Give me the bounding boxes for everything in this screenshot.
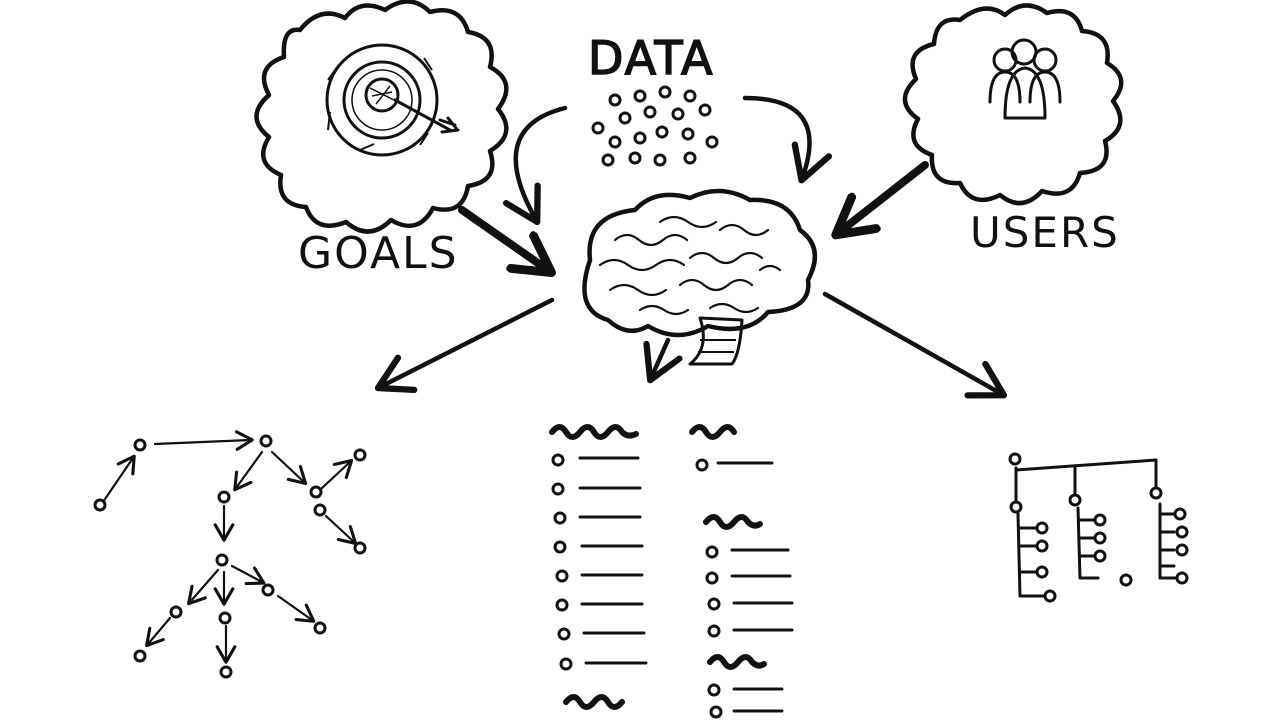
list-right	[689, 424, 794, 719]
list-heading-scribble	[703, 514, 763, 530]
goals-label: GOALS	[298, 228, 459, 279]
flow-arrows-out	[374, 291, 1008, 399]
list-heading-scribble	[689, 424, 737, 440]
arrow-users-to-brain	[842, 161, 929, 230]
list-left	[549, 424, 648, 710]
arrow-brain-to-graph	[374, 297, 555, 394]
goals-cloud-outline	[254, 0, 509, 234]
users-label: USERS	[970, 208, 1120, 257]
data-label: DATA	[588, 31, 715, 85]
flow-arrows-in	[458, 95, 929, 268]
users-cloud	[902, 3, 1124, 206]
dots-icon	[591, 85, 719, 167]
list-heading-scribble-2	[563, 694, 625, 710]
arrow-brain-to-tree	[822, 291, 1008, 399]
users-cloud-outline	[902, 3, 1124, 206]
arrow-data-to-brain-right	[742, 95, 832, 184]
brain-stem	[688, 316, 744, 366]
arrow-data-to-brain-left	[503, 105, 568, 226]
network-graph	[93, 430, 367, 679]
brain-icon	[582, 188, 818, 366]
target-icon	[325, 43, 460, 157]
list-heading-scribble	[707, 654, 767, 670]
brain-outline	[582, 188, 818, 338]
hierarchy-tree	[1008, 452, 1189, 603]
arrow-goals-to-brain	[458, 206, 545, 268]
people-icon	[988, 38, 1062, 120]
goals-cloud	[254, 0, 509, 234]
arrow-brain-to-lists	[643, 337, 683, 384]
list-heading-scribble	[549, 424, 639, 440]
